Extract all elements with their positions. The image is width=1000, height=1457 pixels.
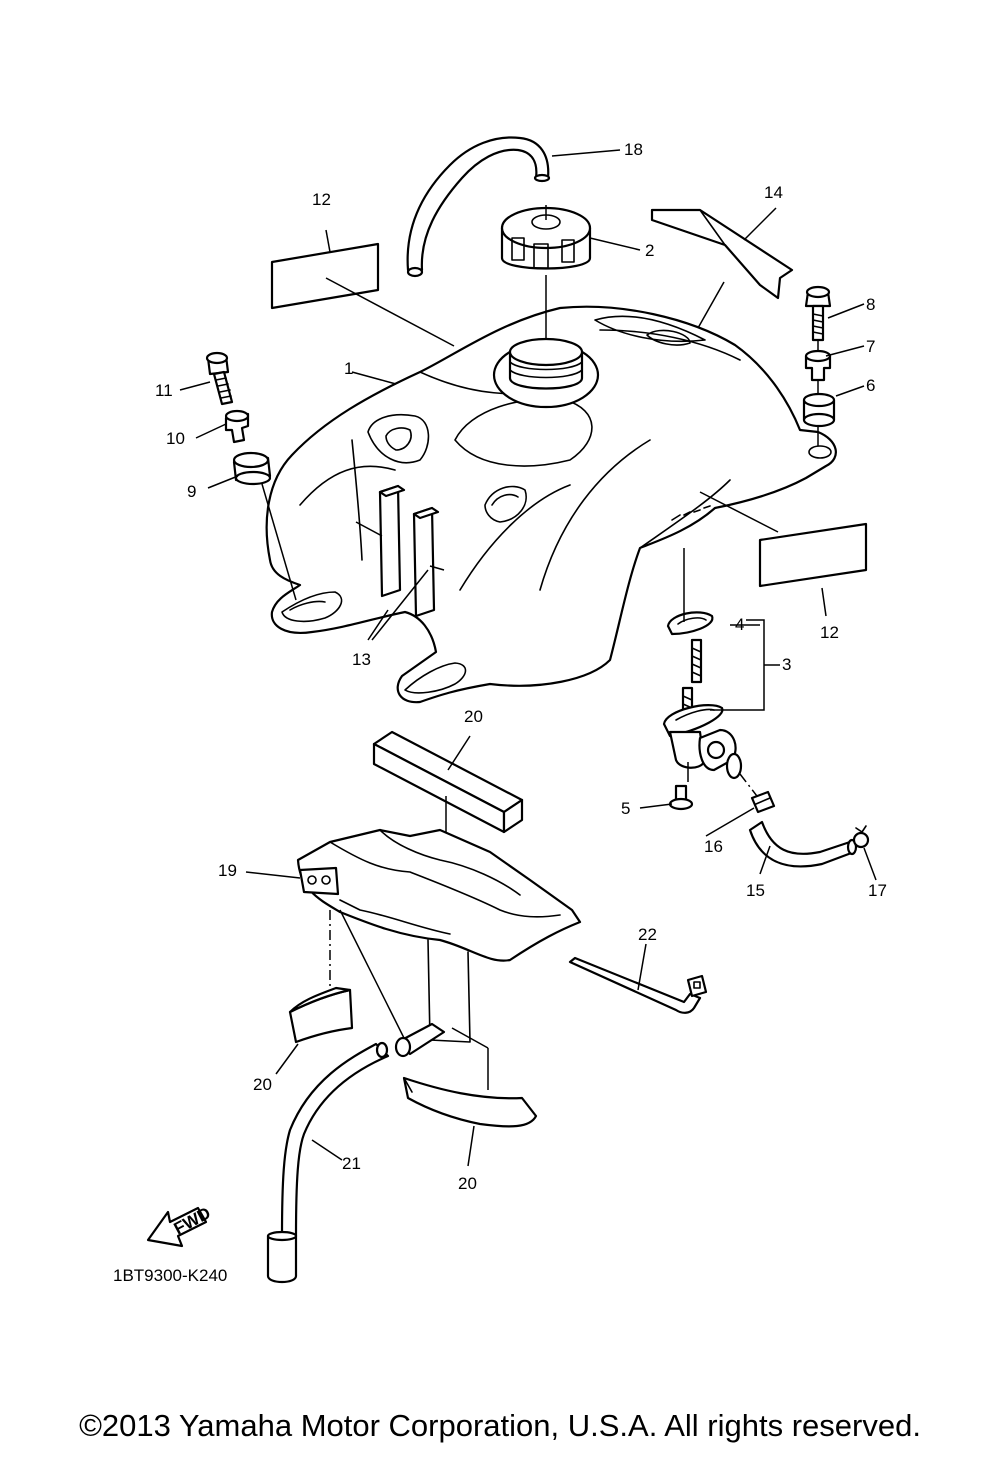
breather-hose — [406, 136, 551, 278]
callout-10: 10 — [166, 429, 185, 448]
tube-elbow — [394, 1022, 446, 1058]
callout-6: 6 — [866, 376, 875, 395]
callout-2: 2 — [645, 241, 654, 260]
fuel-cock — [662, 638, 743, 780]
callout-7: 7 — [866, 337, 875, 356]
callout-22: 22 — [638, 925, 657, 944]
callout-12-left: 12 — [312, 190, 331, 209]
bolt-right — [804, 285, 832, 342]
callout-19: 19 — [218, 861, 237, 880]
foam-block-top — [372, 730, 524, 834]
collar-left — [224, 409, 250, 444]
callout-11: 11 — [155, 381, 173, 400]
decal-right — [758, 522, 868, 588]
collar-right — [804, 349, 832, 382]
band-strap — [568, 956, 708, 1014]
fuel-cap — [500, 205, 592, 270]
callout-16: 16 — [704, 837, 723, 856]
clip-17 — [852, 825, 870, 849]
copyright-notice: ©2013 Yamaha Motor Corporation, U.S.A. A… — [79, 1408, 921, 1443]
fuel-tank — [265, 305, 837, 704]
leader-lines — [179, 149, 877, 1167]
forward-arrow-icon: FWD — [146, 1203, 214, 1248]
foam-block-left — [288, 986, 354, 1044]
damper-left — [232, 451, 272, 486]
callout-18: 18 — [624, 140, 643, 159]
tank-pad — [650, 208, 794, 300]
callout-20-left: 20 — [253, 1075, 272, 1094]
callout-labels: 1 2 3 4 5 6 7 8 9 10 11 12 12 13 14 15 1… — [155, 140, 887, 1193]
tank-pads-pair — [378, 484, 440, 618]
tank-bracket — [296, 828, 582, 1043]
callout-20-right: 20 — [458, 1174, 477, 1193]
bolt-left — [205, 351, 234, 406]
callout-5: 5 — [621, 799, 630, 818]
callout-14: 14 — [764, 183, 783, 202]
callout-20-top: 20 — [464, 707, 483, 726]
callout-13: 13 — [352, 650, 371, 669]
foam-block-right — [402, 1076, 538, 1128]
callout-3: 3 — [782, 655, 791, 674]
fwd-label: FWD — [171, 1203, 214, 1238]
diagram-code: 1BT9300-K240 — [113, 1266, 227, 1285]
decal-left — [270, 242, 380, 310]
callout-17: 17 — [868, 881, 887, 900]
clip-16 — [750, 790, 776, 814]
callout-8: 8 — [866, 295, 875, 314]
callout-12-right: 12 — [820, 623, 839, 642]
callout-1: 1 — [344, 359, 353, 378]
callout-4: 4 — [735, 615, 744, 634]
damper-right — [802, 392, 836, 428]
drain-tube — [266, 1041, 390, 1284]
callout-9: 9 — [187, 482, 196, 501]
callout-21: 21 — [342, 1154, 361, 1173]
screw — [668, 784, 694, 811]
fuel-hose — [748, 820, 858, 868]
cock-gasket — [666, 611, 714, 636]
callout-15: 15 — [746, 881, 765, 900]
